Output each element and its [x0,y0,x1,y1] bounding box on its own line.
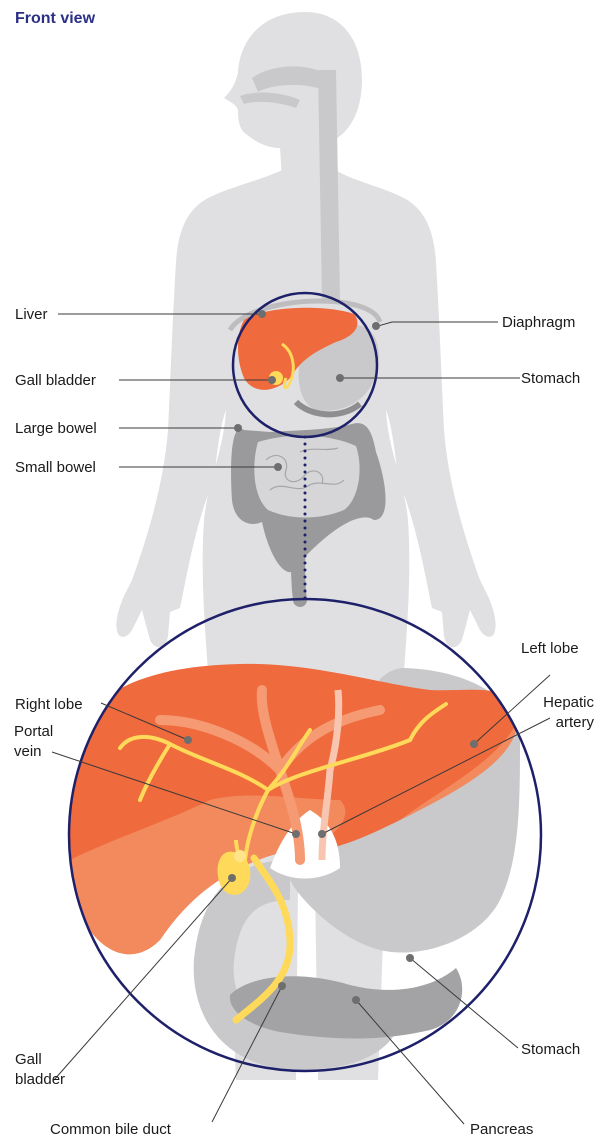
label-stomach: Stomach [521,370,580,387]
label-gall-bladder-2-line2: bladder [15,1071,65,1088]
label-gall-bladder-2-line1: Gall [15,1051,42,1068]
label-large-bowel: Large bowel [15,420,97,437]
label-liver: Liver [15,306,48,323]
magnified-view [67,664,520,1050]
label-diaphragm: Diaphragm [502,314,575,331]
label-left-lobe: Left lobe [521,640,579,657]
label-small-bowel: Small bowel [15,459,96,476]
label-gall-bladder: Gall bladder [15,372,96,389]
label-right-lobe: Right lobe [15,696,83,713]
label-portal-vein-line2: vein [14,743,42,760]
diagram-title: Front view [15,10,96,27]
label-portal-vein-line1: Portal [14,723,53,740]
label-hepatic-artery-line1: Hepatic [543,694,594,711]
label-hepatic-artery-line2: artery [556,714,595,731]
label-pancreas: Pancreas [470,1121,533,1138]
small-bowel-shape [254,436,359,518]
label-common-bile-duct: Common bile duct [50,1121,172,1138]
label-stomach-2: Stomach [521,1041,580,1058]
